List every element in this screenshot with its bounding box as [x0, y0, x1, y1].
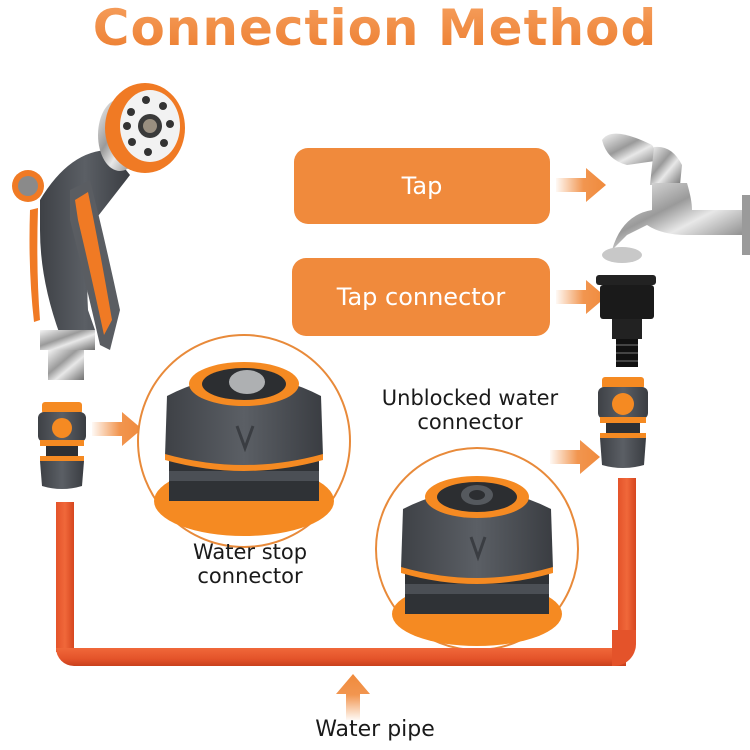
unblocked-line1: Unblocked water — [381, 386, 559, 410]
arrow-right-icon — [556, 168, 606, 206]
water-stop-line2: connector — [197, 564, 303, 588]
arrow-right-icon — [556, 280, 606, 318]
spray-nozzle-gun-icon — [0, 80, 220, 390]
tap-faucet-icon — [592, 125, 750, 265]
arrow-right-icon — [92, 412, 142, 450]
unblocked-water-connector-label: Unblocked water connector — [360, 386, 580, 434]
water-pipe-left — [56, 502, 74, 652]
unblocked-line2: connector — [417, 410, 523, 434]
tap-callout: Tap — [294, 148, 550, 224]
tap-connector-callout: Tap connector — [292, 258, 550, 336]
water-pipe-bottom — [56, 648, 626, 666]
water-stop-connector-label: Water stop connector — [150, 540, 350, 588]
arrow-right-icon — [550, 440, 600, 478]
water-pipe-label: Water pipe — [315, 717, 435, 742]
page-title: Connection Method — [0, 0, 750, 60]
tap-callout-text: Tap — [401, 172, 443, 200]
water-pipe-right — [618, 478, 636, 650]
water-pipe-corner — [612, 630, 636, 666]
unblocked-water-connector-icon — [596, 377, 650, 472]
unblocked-water-connector-closeup — [375, 447, 579, 651]
tap-connector-callout-text: Tap connector — [336, 283, 506, 311]
arrow-up-icon — [336, 674, 370, 724]
tap-connector-icon — [592, 275, 662, 370]
water-stop-line1: Water stop — [192, 540, 308, 564]
water-stop-connector-icon — [36, 402, 88, 494]
water-stop-connector-closeup — [137, 334, 351, 548]
